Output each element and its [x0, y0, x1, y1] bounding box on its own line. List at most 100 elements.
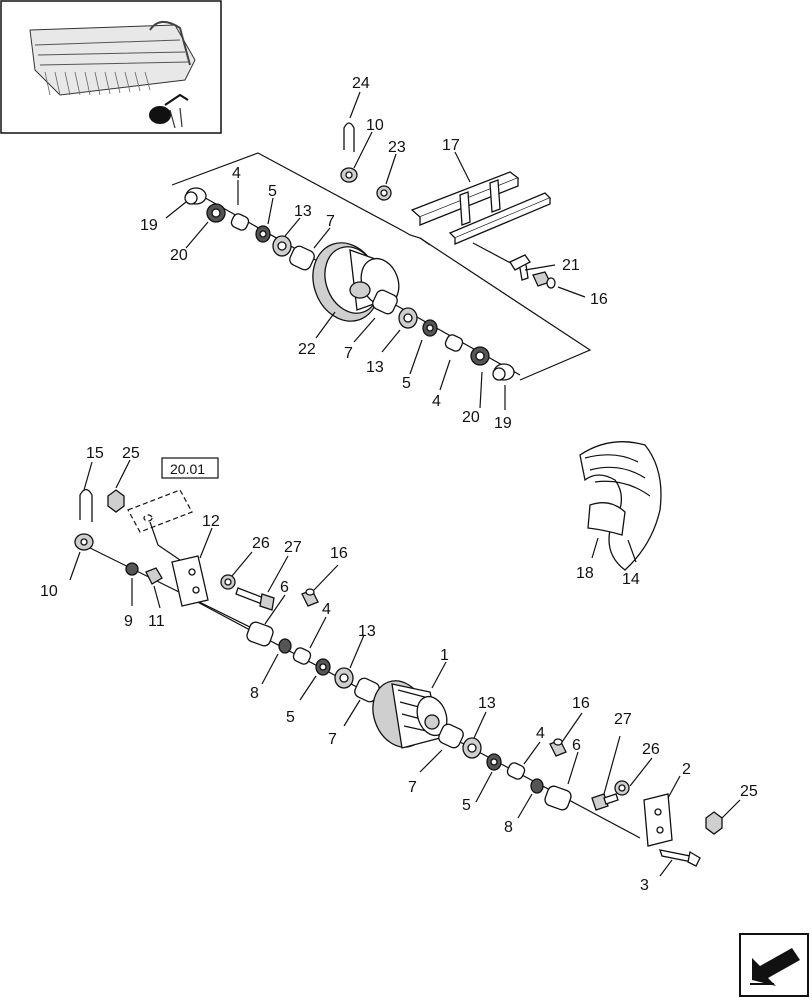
callout-4: 4 — [232, 165, 241, 182]
callout-15: 15 — [86, 445, 104, 462]
washer-8-left — [278, 638, 292, 654]
group-outline — [171, 152, 592, 381]
spacer-23 — [376, 185, 392, 201]
reference-plate — [127, 489, 193, 533]
washer-5-right — [486, 753, 502, 771]
callout-5: 5 — [462, 797, 471, 814]
seal-13-right — [398, 307, 418, 329]
reference-box — [161, 457, 219, 479]
bushing-4-left — [230, 213, 250, 231]
callout-5: 5 — [402, 375, 411, 392]
header-thumbnail-icon — [0, 0, 222, 134]
callout-17: 17 — [442, 137, 460, 154]
callout-25: 25 — [122, 445, 140, 462]
callout-13: 13 — [478, 695, 496, 712]
bushing-19-left — [184, 187, 207, 205]
callout-6: 6 — [280, 579, 289, 596]
next-page-arrow-icon[interactable] — [739, 933, 809, 997]
clip-pin — [79, 488, 93, 522]
bolt-27-right — [591, 793, 619, 811]
callout-27: 27 — [284, 539, 302, 556]
callout-10: 10 — [366, 117, 384, 134]
callout-5: 5 — [268, 183, 277, 200]
callout-3: 3 — [640, 877, 649, 894]
callout-4: 4 — [536, 725, 545, 742]
callout-13: 13 — [366, 359, 384, 376]
callout-16: 16 — [330, 545, 348, 562]
callout-22: 22 — [298, 341, 316, 358]
lock-nut-10 — [74, 533, 94, 551]
callout-6: 6 — [572, 737, 581, 754]
drum-roller — [372, 680, 448, 749]
callout-24: 24 — [352, 75, 370, 92]
callout-16: 16 — [572, 695, 590, 712]
callout-1: 1 — [440, 647, 449, 664]
spacer-11 — [145, 567, 163, 585]
callout-14: 14 — [622, 571, 640, 588]
callout-25: 25 — [740, 783, 758, 800]
washer-5-left — [255, 225, 271, 243]
bushing-4-left — [292, 647, 312, 665]
callout-13: 13 — [358, 623, 376, 640]
washer-20-right — [470, 346, 490, 366]
bracket-left — [171, 555, 209, 607]
callout-13: 13 — [294, 203, 312, 220]
axle-pin — [659, 849, 701, 867]
callout-21: 21 — [562, 257, 580, 274]
callout-18: 18 — [576, 565, 594, 582]
bearing-7-right — [438, 723, 464, 749]
callout-11: 11 — [148, 613, 165, 630]
callout-7: 7 — [328, 731, 337, 748]
grease-fitting-right — [549, 738, 567, 757]
lock-nut — [340, 167, 358, 183]
callout-27: 27 — [614, 711, 632, 728]
lock-nut-25-right — [705, 811, 723, 835]
callout-20: 20 — [170, 247, 188, 264]
callout-16: 16 — [590, 291, 608, 308]
callout-10: 10 — [40, 583, 58, 600]
roller-tire: 18 14 — [576, 441, 662, 588]
flanged-roller — [312, 242, 400, 322]
callout-4: 4 — [432, 393, 441, 410]
seal-13-right — [462, 737, 482, 759]
callout-23: 23 — [388, 139, 406, 156]
callout-7: 7 — [344, 345, 353, 362]
bearing-7-left — [289, 245, 315, 271]
seal-13-left — [334, 667, 354, 689]
callout-4: 4 — [322, 601, 331, 618]
frame-bar — [410, 171, 552, 245]
lock-nut-25 — [107, 489, 125, 513]
callout-20: 20 — [462, 409, 480, 426]
upper-roller-assembly: 24 10 23 17 4 5 13 7 19 20 21 16 22 7 13… — [140, 75, 608, 432]
callout-8: 8 — [504, 819, 513, 836]
reference-label: 20.01 — [170, 461, 205, 477]
grease-fitting — [532, 271, 556, 289]
washer-9 — [125, 562, 139, 576]
bracket-right — [643, 793, 673, 847]
bushing-4-right — [444, 334, 464, 352]
callout-9: 9 — [124, 613, 133, 630]
clip-pin — [343, 122, 355, 152]
callout-5: 5 — [286, 709, 295, 726]
callout-12: 12 — [202, 513, 220, 530]
bushing-19-right — [492, 363, 515, 381]
seal-13-left — [272, 235, 292, 257]
washer-26-right — [614, 780, 630, 796]
washer-8-right — [530, 778, 544, 794]
washer-20-left — [206, 203, 226, 223]
bearing-7-right — [372, 289, 398, 315]
callout-7: 7 — [408, 779, 417, 796]
callout-19: 19 — [140, 217, 158, 234]
callout-2: 2 — [682, 761, 691, 778]
callout-19: 19 — [494, 415, 512, 432]
washer-26-left — [220, 574, 236, 590]
bushing-4-right — [506, 762, 526, 780]
callout-8: 8 — [250, 685, 259, 702]
grease-fitting-left — [301, 588, 319, 607]
callout-26: 26 — [642, 741, 660, 758]
washer-5-right — [422, 319, 438, 337]
axle-bolt — [509, 254, 531, 281]
bolt-27-left — [235, 587, 275, 611]
washer-5-left — [315, 658, 331, 676]
